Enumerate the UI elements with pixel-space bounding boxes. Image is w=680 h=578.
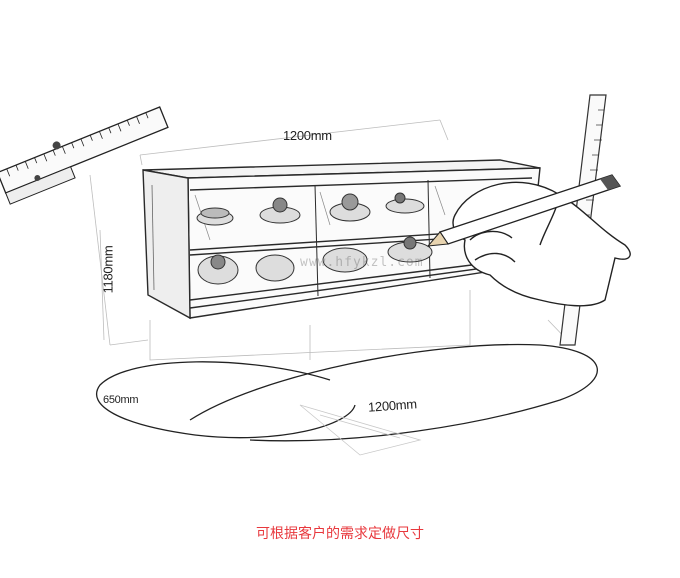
cake-icon [322,247,368,273]
caption-text: 可根据客户的需求定做尺寸 [256,526,424,542]
dimension-height: 1180mm [100,245,116,294]
floor-ellipses [95,343,598,442]
cake-icon [255,254,295,282]
cakes [196,192,433,285]
dimension-depth: 650mm [103,394,139,406]
ruler-icon [0,106,169,205]
pencil-icon [426,174,622,247]
set-square [299,404,422,456]
dimension-top-width: 1200mm [283,128,332,143]
perspective-guides [89,119,573,346]
cake-icon [385,198,425,214]
cabinet-base [149,290,471,361]
watermark-text: www.hfykzl.com [300,255,424,270]
